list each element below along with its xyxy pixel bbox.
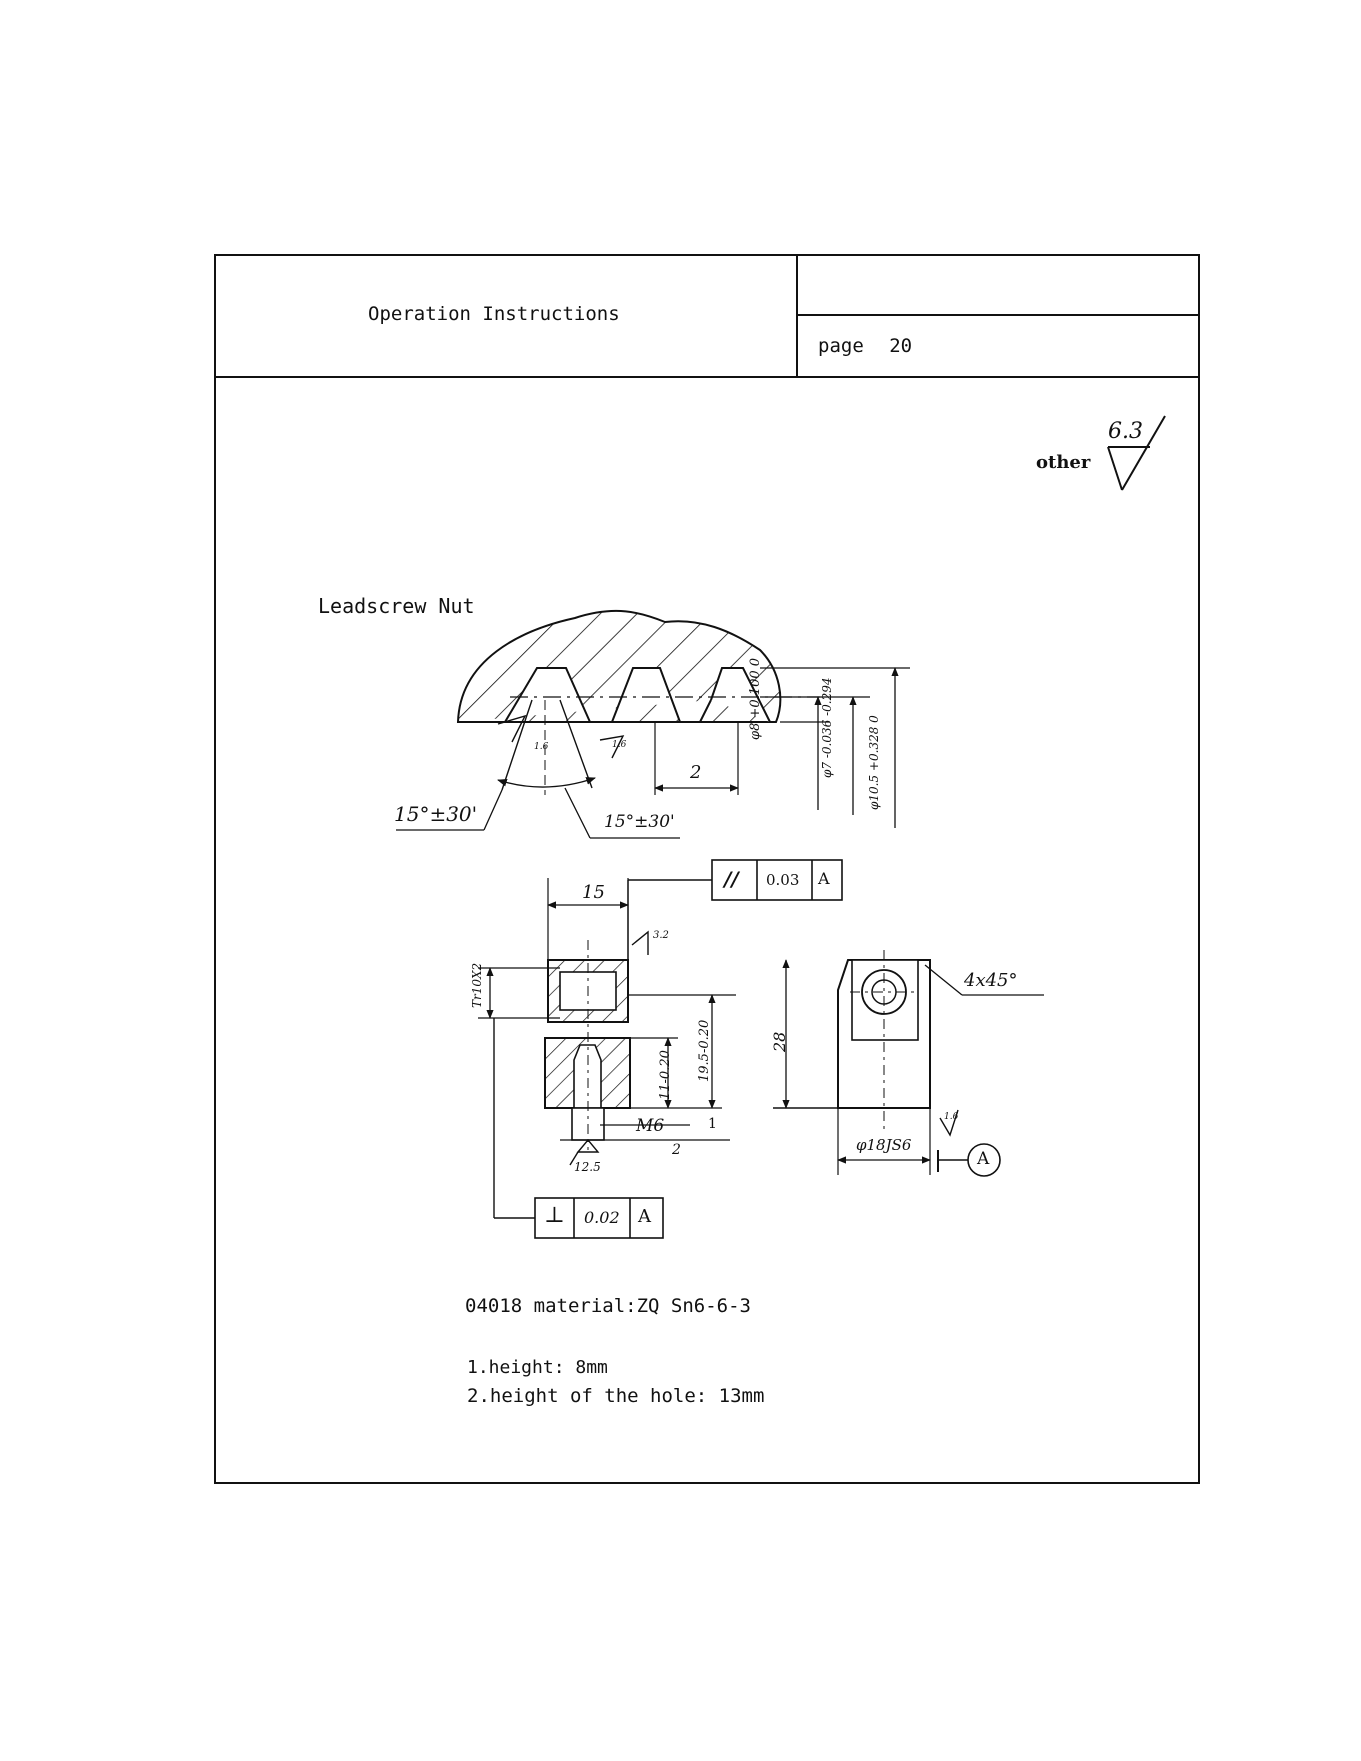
parallel-value: 0.03 (766, 871, 799, 889)
m6-label: M6 (636, 1116, 664, 1136)
perp-symbol: ⊥ (544, 1203, 565, 1228)
roughness-32-label: 3.2 (653, 930, 669, 941)
m6-two-label: 2 (672, 1142, 681, 1158)
thread-label: Tr10X2 (470, 963, 484, 1008)
h195-label: 19.5-0.20 (697, 1020, 712, 1082)
material-note: 04018 material:ZQ Sn6-6-3 (465, 1295, 751, 1317)
m6-one-label: 1 (708, 1116, 717, 1132)
note-1: 1.height: 8mm (467, 1357, 608, 1378)
dia105-label: φ10.5 +0.328 0 (867, 715, 881, 810)
dia7-label: φ7 -0.036 -0.294 (820, 678, 834, 778)
dia18-label: φ18JS6 (856, 1136, 911, 1154)
parallel-datum: A (818, 869, 830, 888)
roughness-symbol-icon (1108, 416, 1165, 490)
roughness-16c-label: 1.6 (944, 1112, 958, 1122)
perp-datum: A (638, 1206, 651, 1227)
datum-a-label: A (977, 1149, 989, 1169)
angle-right-label: 15°±30' (604, 812, 675, 832)
note-2: 2.height of the hole: 13mm (467, 1385, 764, 1407)
h11-label: 11-0.20 (658, 1050, 673, 1100)
angle-left-label: 15°±30' (394, 802, 477, 826)
pitch-label: 2 (690, 762, 701, 783)
parallel-symbol: // (724, 867, 739, 891)
chamfer-label: 4x45° (964, 970, 1018, 991)
width15-label: 15 (582, 882, 605, 903)
dia8-label: φ8 +0.100 0 (748, 658, 763, 740)
roughness-16b-label: 1.6 (612, 740, 626, 750)
roughness-16a-label: 1.6 (534, 742, 548, 752)
perp-value: 0.02 (584, 1208, 620, 1227)
h28-label: 28 (770, 1032, 789, 1052)
roughness-125-label: 12.5 (574, 1160, 601, 1174)
